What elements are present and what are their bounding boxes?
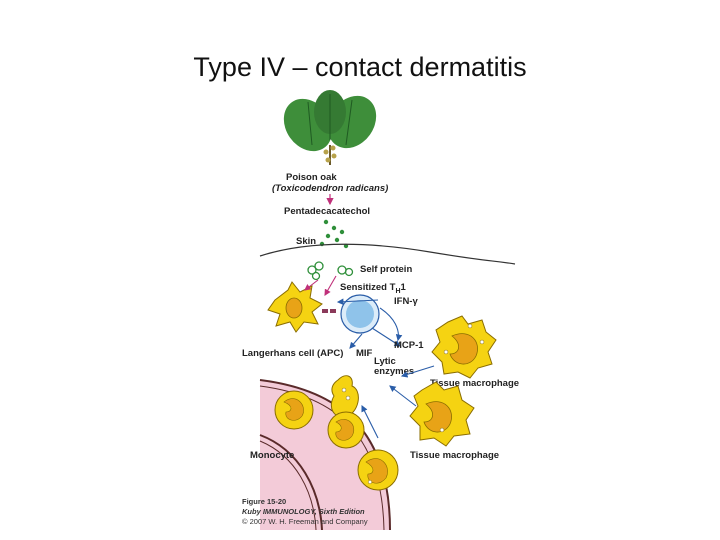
label-tissue-macrophage-1: Tissue macrophage <box>430 378 519 389</box>
label-lytic: Lytic <box>374 356 396 367</box>
tissue-macrophage-upper <box>431 315 497 379</box>
contact-dermatitis-figure: Poison oak (Toxicodendron radicans) Pent… <box>242 90 519 530</box>
caption-copyright: © 2007 W. H. Freeman and Company <box>242 517 368 526</box>
monocyte-3 <box>357 449 399 491</box>
label-tissue-macrophage-2: Tissue macrophage <box>410 450 499 461</box>
slide-title: Type IV – contact dermatitis <box>193 52 527 82</box>
label-mcp1: MCP-1 <box>394 340 424 351</box>
hapten-molecules <box>319 219 349 249</box>
label-poison-oak: Poison oak <box>286 172 337 183</box>
label-toxicodendron: (Toxicodendron radicans) <box>272 183 388 194</box>
monocyte-1 <box>274 390 314 430</box>
label-pentadecacatechol: Pentadecacatechol <box>284 206 370 217</box>
skin-surface-line <box>259 243 516 265</box>
tissue-macrophage-lower <box>409 381 475 447</box>
label-sensitized-th1: Sensitized TH1 <box>340 282 407 295</box>
self-protein-hapten-complexes <box>307 261 354 281</box>
label-enzymes: enzymes <box>374 366 414 377</box>
langerhans-cell <box>267 281 323 333</box>
label-langerhans-cell: Langerhans cell (APC) <box>242 348 343 359</box>
label-self-protein: Self protein <box>360 264 412 275</box>
caption-figure-number: Figure 15-20 <box>242 497 286 506</box>
label-skin: Skin <box>296 236 316 247</box>
label-ifn-gamma: IFN-γ <box>394 296 418 307</box>
caption-book-title: Kuby IMMUNOLOGY, Sixth Edition <box>242 507 365 516</box>
monocyte-2 <box>327 411 365 449</box>
sensitized-th1-cell <box>340 294 380 334</box>
poison-oak-plant-illustration <box>283 90 377 165</box>
monocyte-extravasating <box>330 375 359 418</box>
label-monocyte: Monocyte <box>250 450 294 461</box>
mhc-tcr-contact <box>322 309 336 313</box>
label-mif: MIF <box>356 348 373 359</box>
